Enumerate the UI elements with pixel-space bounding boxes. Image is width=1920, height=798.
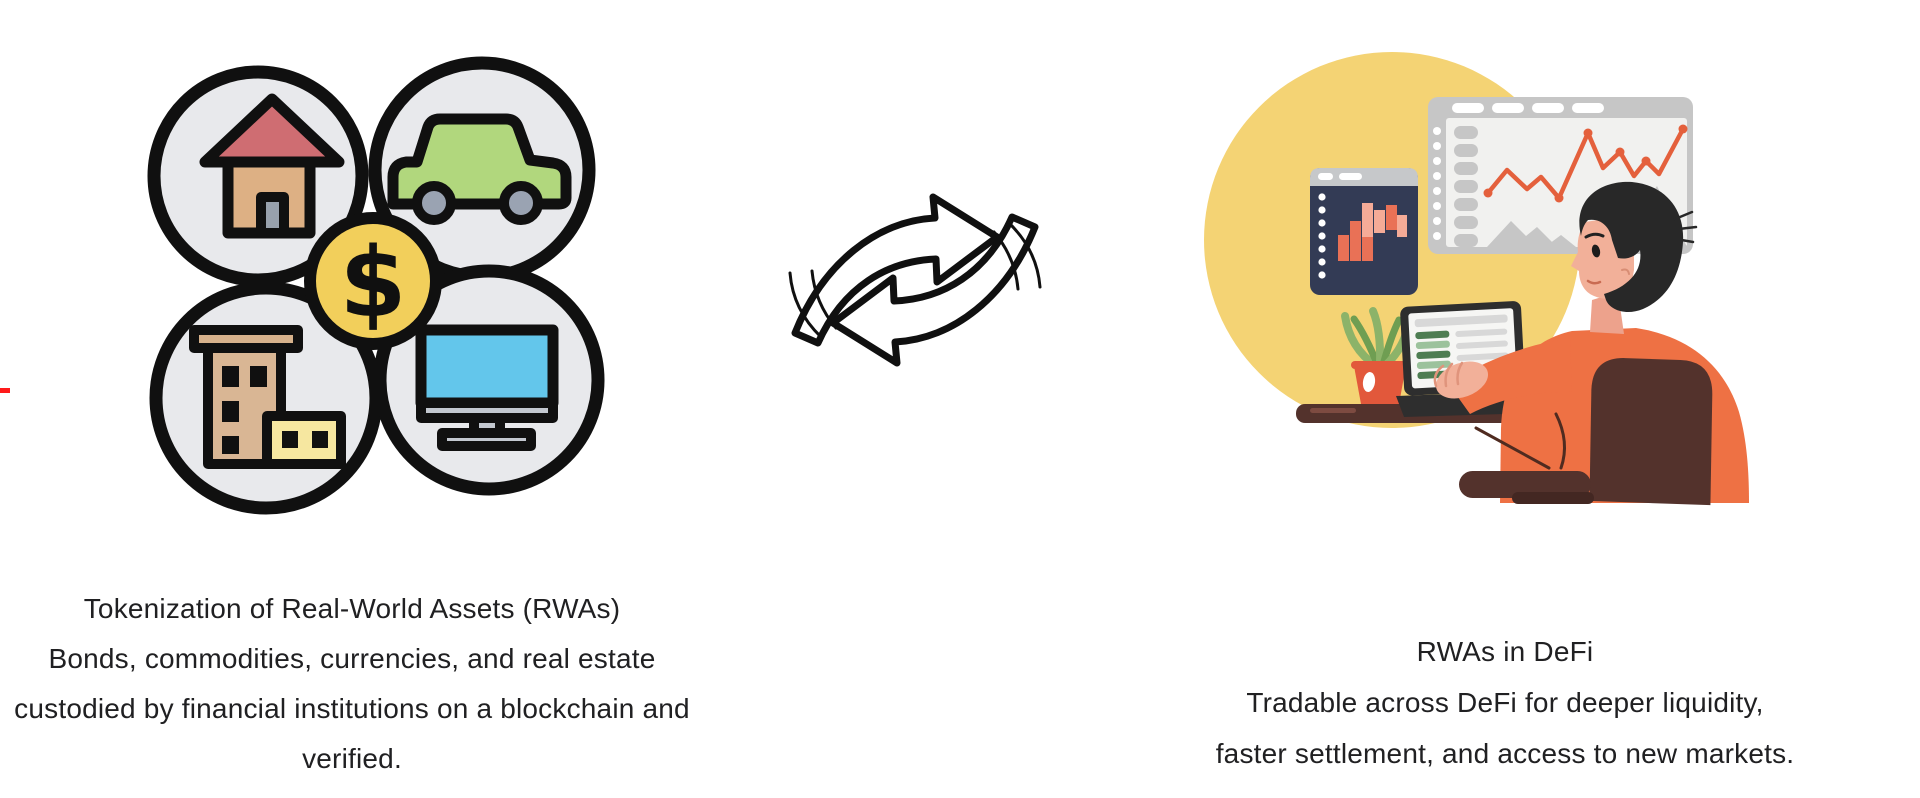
right-caption-title: RWAs in DeFi (1416, 636, 1594, 667)
coin-circle (304, 212, 442, 350)
eyebrow (1584, 232, 1605, 239)
buildings-icon (189, 325, 346, 469)
finger-lines (1433, 361, 1464, 388)
plant-pot (1351, 361, 1409, 404)
house-roof (199, 93, 345, 168)
monitor-screen (415, 324, 559, 409)
building-windows (222, 366, 328, 454)
left-caption-line: verified. (302, 743, 402, 774)
red-edge-mark (0, 388, 10, 393)
house-icon (199, 93, 345, 239)
exchange-arrows-icon (788, 193, 1042, 367)
right-caption-line: faster settlement, and access to new mar… (1215, 738, 1795, 769)
monitor-icon (415, 324, 559, 451)
ear-inner-line (1621, 268, 1630, 275)
house-door (256, 192, 289, 238)
car-wheel (412, 181, 456, 225)
panel-titlebar (1310, 168, 1418, 186)
car-icon (387, 113, 572, 225)
candlestick-panel (1310, 168, 1418, 295)
pixel-candles (1338, 203, 1407, 261)
building-small (262, 411, 346, 469)
hair (1579, 181, 1684, 313)
sleeve-crease (1554, 412, 1567, 470)
arrow-down-left (829, 213, 1042, 367)
board-dots (1433, 127, 1441, 240)
monitor-base (437, 428, 536, 451)
left-caption-line: custodied by financial institutions on a… (14, 693, 690, 724)
pot-highlight (1362, 372, 1376, 392)
car-wheel (499, 181, 543, 225)
building-ledge (189, 325, 303, 353)
ear (1613, 264, 1633, 285)
right-caption: RWAs in DeFi Tradable across DeFi for de… (1105, 626, 1905, 779)
eye (1591, 244, 1601, 258)
chair-armrest-support (1512, 492, 1594, 504)
panel-dots (1318, 193, 1326, 279)
left-caption-line: Tokenization of Real-World Assets (RWAs) (83, 593, 621, 624)
hand (1435, 361, 1489, 399)
right-caption-line: Tradable across DeFi for deeper liquidit… (1246, 687, 1764, 718)
smile (1586, 279, 1602, 285)
dollar-symbol: $ (340, 227, 407, 339)
sleeve-crease (1474, 426, 1551, 470)
left-caption: Tokenization of Real-World Assets (RWAs)… (10, 584, 694, 784)
chair (1459, 358, 1713, 506)
left-caption-line: Bonds, commodities, currencies, and real… (48, 643, 656, 674)
board-trend-markers (1483, 124, 1688, 203)
rwa-assets-icon: $ (147, 56, 605, 515)
board-list-items (1454, 126, 1478, 247)
hair-tuft (1666, 210, 1698, 244)
board-tabs (1452, 103, 1604, 113)
chair-armrest (1459, 471, 1591, 498)
sweater-arm (1450, 338, 1572, 414)
desk-highlight (1310, 408, 1356, 413)
chair-back (1589, 358, 1713, 506)
dollar-coin-icon: $ (304, 212, 442, 350)
arrow-up-right (788, 193, 1001, 347)
trader-at-desk-illustration (1204, 52, 1749, 506)
